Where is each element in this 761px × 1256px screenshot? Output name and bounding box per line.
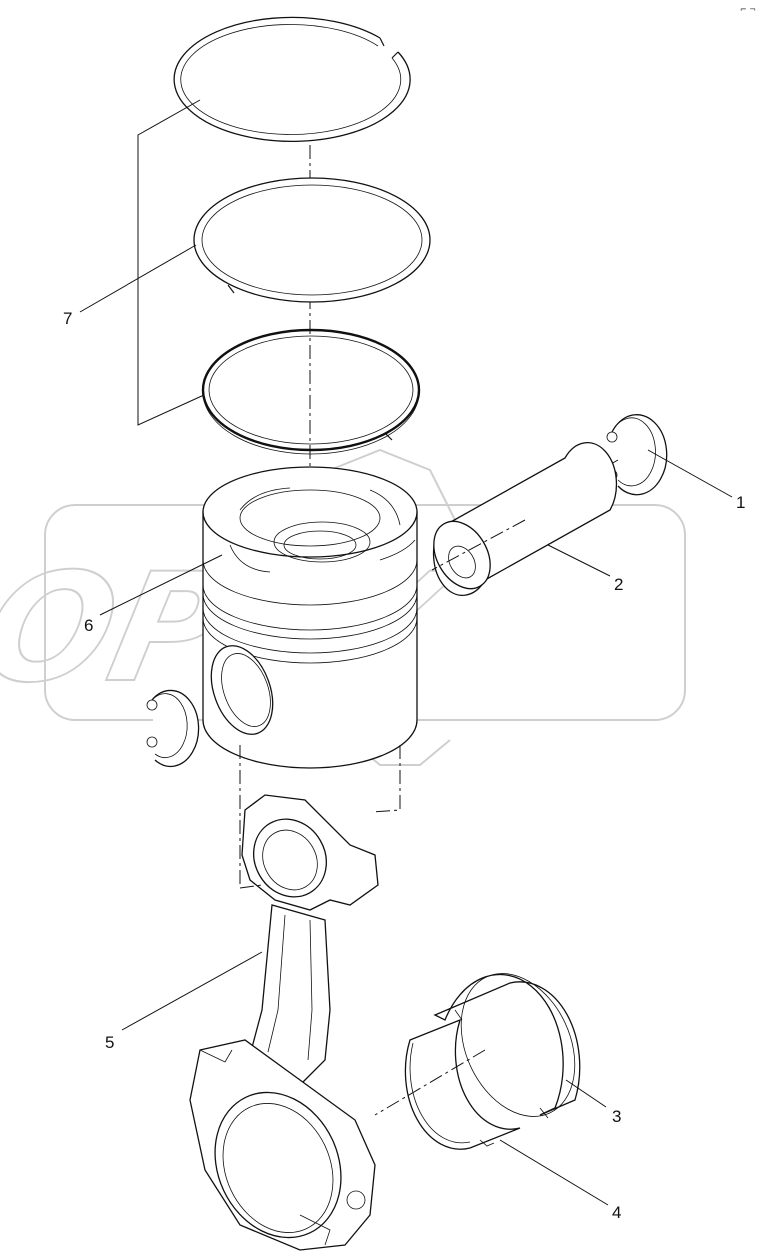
bearing-shell-upper [433,973,581,1119]
callout-3: 3 [612,1107,621,1126]
callout-1: 1 [736,493,745,512]
leader-1 [647,449,733,498]
corner-mark: ⌐ ¬ [740,5,756,14]
leader-5 [121,951,263,1031]
piston [202,466,418,888]
snap-ring-left [146,689,200,768]
piston-ring-top [173,16,411,143]
callout-4: 4 [612,1203,621,1222]
connecting-rod [189,794,379,1251]
callout-5: 5 [105,1033,114,1052]
leader-lines [99,449,733,1206]
callout-labels: 1 2 3 4 5 6 7 [63,309,745,1222]
piston-pin [431,442,618,596]
leader-6 [99,554,223,616]
callout-6: 6 [84,616,93,635]
bearing-shell-lower [374,1018,521,1150]
piston-ring-oil [201,328,421,455]
piston-ring-set [79,16,431,455]
leader-2 [547,544,611,577]
leader-3 [565,1079,607,1108]
piston-ring-middle [193,177,431,303]
snap-ring-right [599,414,668,496]
leader-4 [499,1139,609,1206]
ring-bracket [137,99,205,426]
callout-7: 7 [63,309,72,328]
callout-2: 2 [614,575,623,594]
